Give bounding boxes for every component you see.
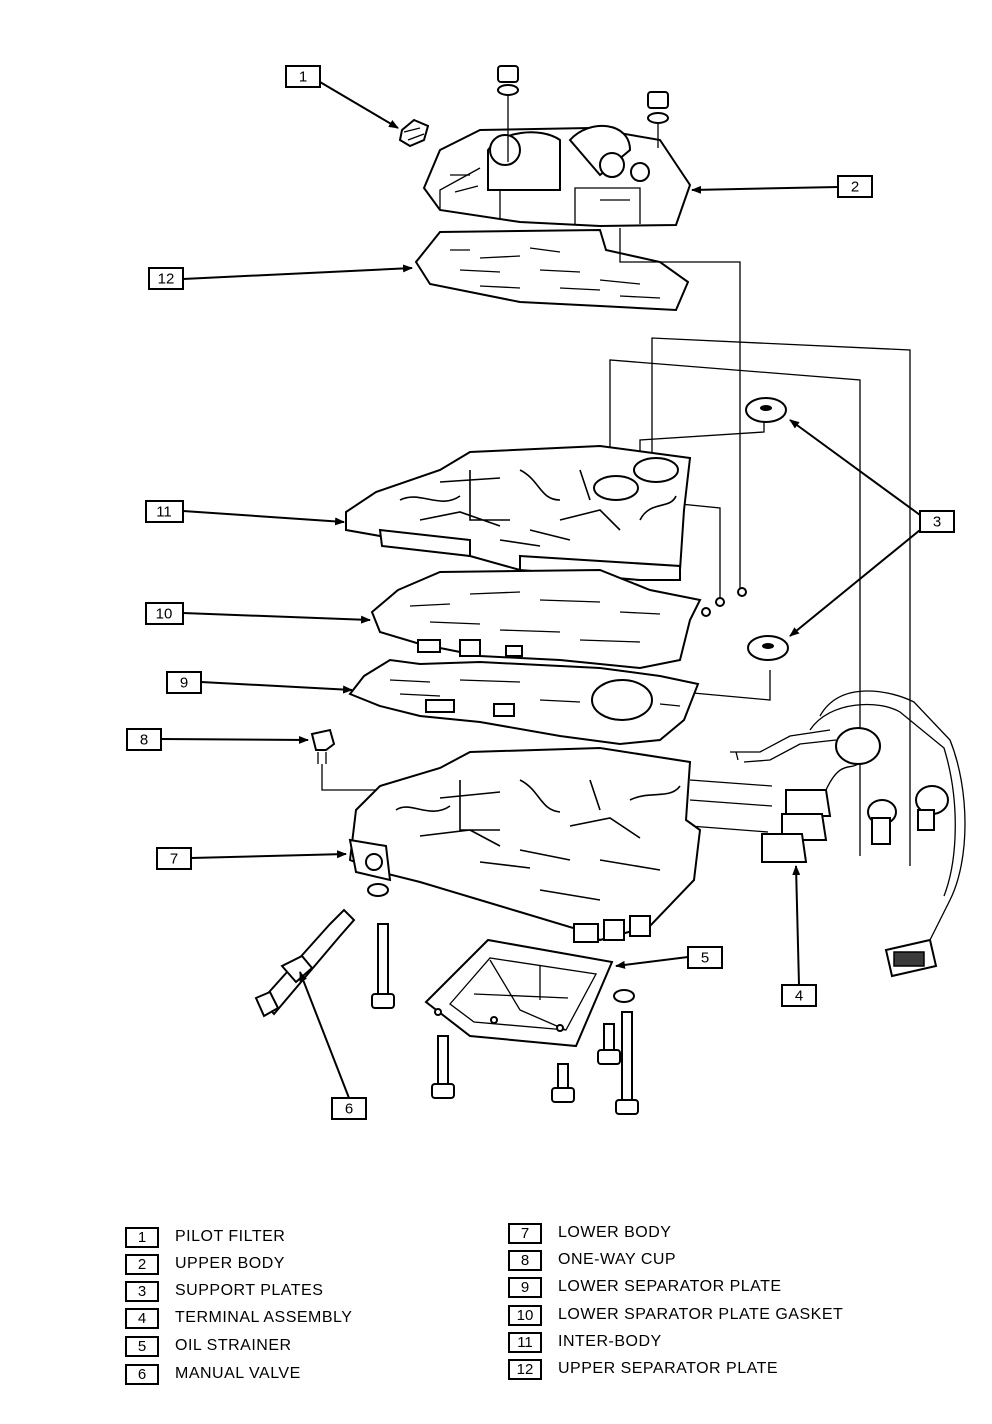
callout-11: 11 xyxy=(145,500,184,523)
legend-item-one-way-cup: 8 ONE-WAY CUP xyxy=(508,1249,676,1271)
legend-number: 9 xyxy=(508,1276,542,1298)
callout-8: 8 xyxy=(126,728,162,751)
callout-8-number: 8 xyxy=(140,732,148,749)
one-way-cup-part xyxy=(310,728,336,764)
callout-6: 6 xyxy=(331,1097,367,1120)
callout-3-number: 3 xyxy=(933,514,941,531)
legend-item-lower-separator-plate-gasket: 10 LOWER SPARATOR PLATE GASKET xyxy=(508,1304,843,1326)
callout-4-number: 4 xyxy=(795,988,803,1005)
inter-body-part xyxy=(345,444,692,582)
callout-5-number: 5 xyxy=(701,950,709,967)
callout-12-number: 12 xyxy=(158,271,175,288)
legend-item-lower-body: 7 LOWER BODY xyxy=(508,1222,671,1244)
legend-label: SUPPORT PLATES xyxy=(175,1282,324,1299)
legend-number: 10 xyxy=(508,1304,542,1326)
legend-item-upper-body: 2 UPPER BODY xyxy=(125,1253,285,1275)
oil-strainer-part xyxy=(424,938,614,1048)
leader-lines xyxy=(160,81,921,1099)
legend-label: LOWER SEPARATOR PLATE xyxy=(558,1278,782,1295)
legend-item-upper-separator-plate: 12 UPPER SEPARATOR PLATE xyxy=(508,1358,778,1380)
callout-2-number: 2 xyxy=(851,179,859,196)
legend-label: OIL STRAINER xyxy=(175,1337,292,1354)
legend-item-manual-valve: 6 MANUAL VALVE xyxy=(125,1363,301,1385)
legend-number: 1 xyxy=(125,1226,159,1248)
callout-7: 7 xyxy=(156,847,192,870)
callout-1: 1 xyxy=(285,65,321,88)
legend-item-inter-body: 11 INTER-BODY xyxy=(508,1331,662,1353)
legend-label: UPPER SEPARATOR PLATE xyxy=(558,1360,779,1377)
callout-3: 3 xyxy=(919,510,955,533)
legend-label: INTER-BODY xyxy=(558,1333,662,1350)
legend-label: LOWER BODY xyxy=(558,1224,672,1241)
lower-separator-plate-part xyxy=(348,658,700,746)
legend-item-lower-separator-plate: 9 LOWER SEPARATOR PLATE xyxy=(508,1276,782,1298)
callout-6-number: 6 xyxy=(345,1101,353,1118)
legend-label: LOWER SPARATOR PLATE GASKET xyxy=(558,1306,844,1323)
terminal-assembly-part xyxy=(730,690,966,978)
bolts xyxy=(367,883,639,1115)
legend-item-oil-strainer: 5 OIL STRAINER xyxy=(125,1335,292,1357)
callout-12: 12 xyxy=(148,267,184,290)
callout-5: 5 xyxy=(687,946,723,969)
legend-label: ONE-WAY CUP xyxy=(558,1251,677,1268)
lower-separator-gasket-part xyxy=(370,568,702,670)
upper-separator-plate-part xyxy=(414,228,690,312)
legend-item-terminal-assembly: 4 TERMINAL ASSEMBLY xyxy=(125,1307,352,1329)
callout-11-number: 11 xyxy=(156,504,172,521)
legend-label: UPPER BODY xyxy=(175,1255,285,1272)
manual-valve-part xyxy=(254,908,356,1018)
callout-10-number: 10 xyxy=(156,606,173,623)
pilot-filter-part xyxy=(398,118,430,148)
legend-item-pilot-filter: 1 PILOT FILTER xyxy=(125,1226,285,1248)
legend-item-support-plates: 3 SUPPORT PLATES xyxy=(125,1280,323,1302)
legend-label: PILOT FILTER xyxy=(175,1228,286,1245)
legend-label: MANUAL VALVE xyxy=(175,1365,301,1382)
callout-4: 4 xyxy=(781,984,817,1007)
lower-body-part xyxy=(348,746,702,943)
legend-label: TERMINAL ASSEMBLY xyxy=(175,1309,353,1326)
legend-number: 2 xyxy=(125,1253,159,1275)
legend-number: 3 xyxy=(125,1280,159,1302)
legend-number: 7 xyxy=(508,1222,542,1244)
legend-number: 4 xyxy=(125,1307,159,1329)
legend-number: 11 xyxy=(508,1331,542,1353)
callout-9: 9 xyxy=(166,671,202,694)
callout-7-number: 7 xyxy=(170,851,178,868)
callout-1-number: 1 xyxy=(299,69,307,86)
callout-2: 2 xyxy=(837,175,873,198)
legend-number: 8 xyxy=(508,1249,542,1271)
legend-number: 5 xyxy=(125,1335,159,1357)
support-plates-part xyxy=(745,397,789,661)
callout-10: 10 xyxy=(145,602,184,625)
upper-body-part xyxy=(422,65,692,228)
legend-number: 6 xyxy=(125,1363,159,1385)
callout-9-number: 9 xyxy=(180,675,188,692)
legend-number: 12 xyxy=(508,1358,542,1380)
